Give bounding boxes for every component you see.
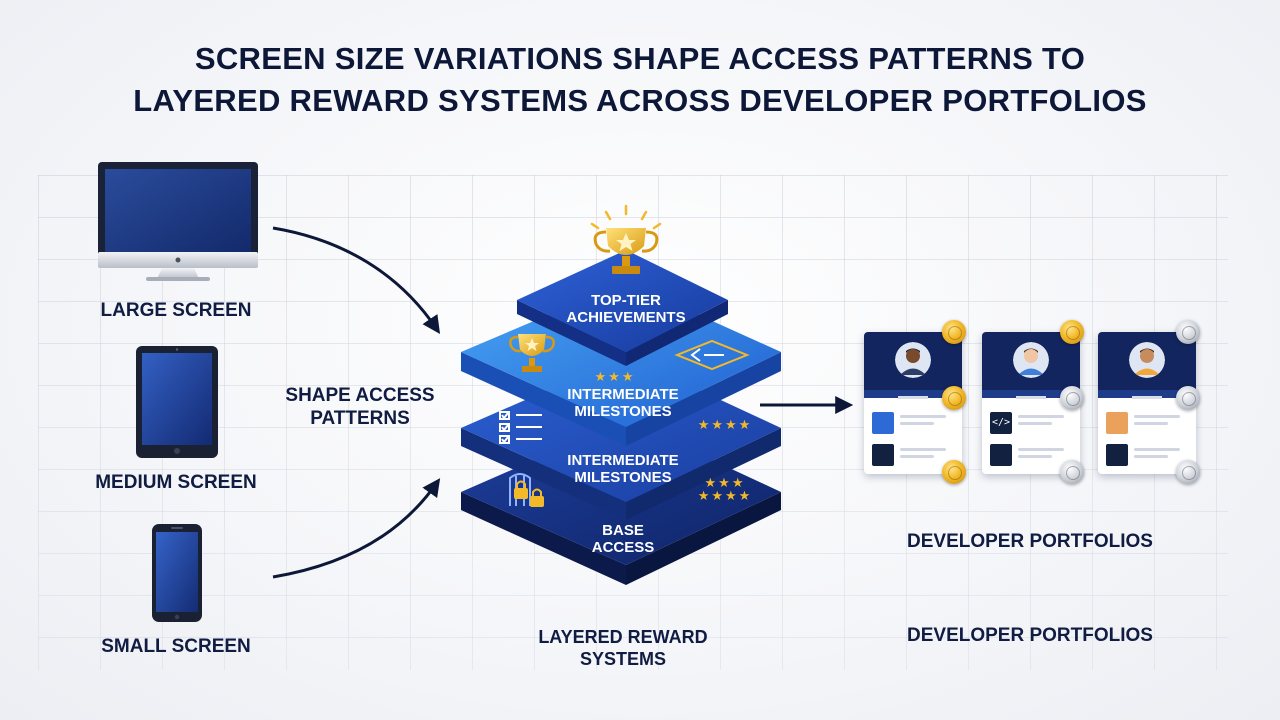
base-access-line-2: ACCESS [591,539,655,556]
portfolio-card-3[interactable] [1098,332,1196,474]
title-line-2: LAYERED REWARD SYSTEMS ACROSS DEVELOPER … [133,83,1147,118]
silver-medal-icon [1176,320,1200,344]
code-list-icon [872,444,894,466]
gold-medal-icon [942,460,966,484]
developer-avatar-icon [1129,342,1165,378]
flow-label-line-2: PATTERNS [310,408,410,429]
silver-medal-icon [1176,460,1200,484]
title-line-1: SCREEN SIZE VARIATIONS SHAPE ACCESS PATT… [194,41,1086,76]
tablet-icon [136,346,218,458]
stars-intermediate-lower: ★★★★ [697,417,753,432]
smartphone-icon [152,524,202,622]
page-title: SCREEN SIZE VARIATIONS SHAPE ACCESS PATT… [0,38,1280,122]
developer-avatar-icon [895,342,931,378]
code-list-icon [990,444,1012,466]
developer-portfolios-label-upper: DEVELOPER PORTFOLIOS [907,531,1153,552]
small-trophy-icon [509,334,555,372]
top-tier-line-2: ACHIEVEMENTS [566,309,686,326]
code-badge-icon [674,339,750,371]
stack-caption-line-1: LAYERED REWARD [538,627,708,647]
profile-thumb-icon [1106,412,1128,434]
top-tier-line-1: TOP-TIER [591,292,661,309]
stars-base-bottom: ★★★★ [697,488,753,503]
lock-gate-icon [509,473,544,507]
flow-label-line-1: SHAPE ACCESS [285,385,435,406]
shape-access-patterns-label: SHAPE ACCESS PATTERNS [270,384,450,430]
silver-medal-icon [1176,386,1200,410]
intermediate-lower-line-2: MILESTONES [574,469,672,486]
layer-top-tier [517,250,728,352]
developer-portfolios-label-lower: DEVELOPER PORTFOLIOS [907,625,1153,646]
gold-trophy-icon [590,204,662,274]
silver-medal-icon [1060,460,1084,484]
profile-thumb-icon [872,412,894,434]
gold-medal-icon [1060,320,1084,344]
portfolio-card-1[interactable] [864,332,962,474]
silver-medal-icon [1060,386,1084,410]
large-screen-label: LARGE SCREEN [100,300,252,321]
intermediate-upper-line-2: MILESTONES [574,403,672,420]
layer-intermediate-lower-label: INTERMEDIATE MILESTONES [543,452,703,486]
checklist-icon [499,411,542,444]
flow-arrow-top [272,226,441,334]
stars-intermediate-upper: ★★★ [594,369,636,384]
medium-screen-label: MEDIUM SCREEN [95,472,257,493]
gold-medal-icon [942,386,966,410]
stack-caption-line-2: SYSTEMS [579,649,667,669]
desktop-monitor-icon [98,162,258,281]
layered-reward-systems-label: LAYERED REWARD SYSTEMS [523,626,723,670]
intermediate-upper-line-1: INTERMEDIATE [567,386,679,403]
stars-base-top: ★★★ [704,475,746,490]
intermediate-lower-line-1: INTERMEDIATE [567,452,679,469]
small-screen-label: SMALL SCREEN [101,636,251,657]
flow-arrow-bottom [272,478,441,579]
developer-avatar-icon [1013,342,1049,378]
gold-medal-icon [942,320,966,344]
code-glyph-icon: </> [990,412,1012,434]
layer-top-tier-label: TOP-TIER ACHIEVEMENTS [546,292,706,326]
code-list-icon [1106,444,1128,466]
layer-intermediate-upper-label: INTERMEDIATE MILESTONES [543,386,703,420]
layer-base-access-label: BASE ACCESS [543,522,703,556]
base-access-line-1: BASE [602,522,644,539]
